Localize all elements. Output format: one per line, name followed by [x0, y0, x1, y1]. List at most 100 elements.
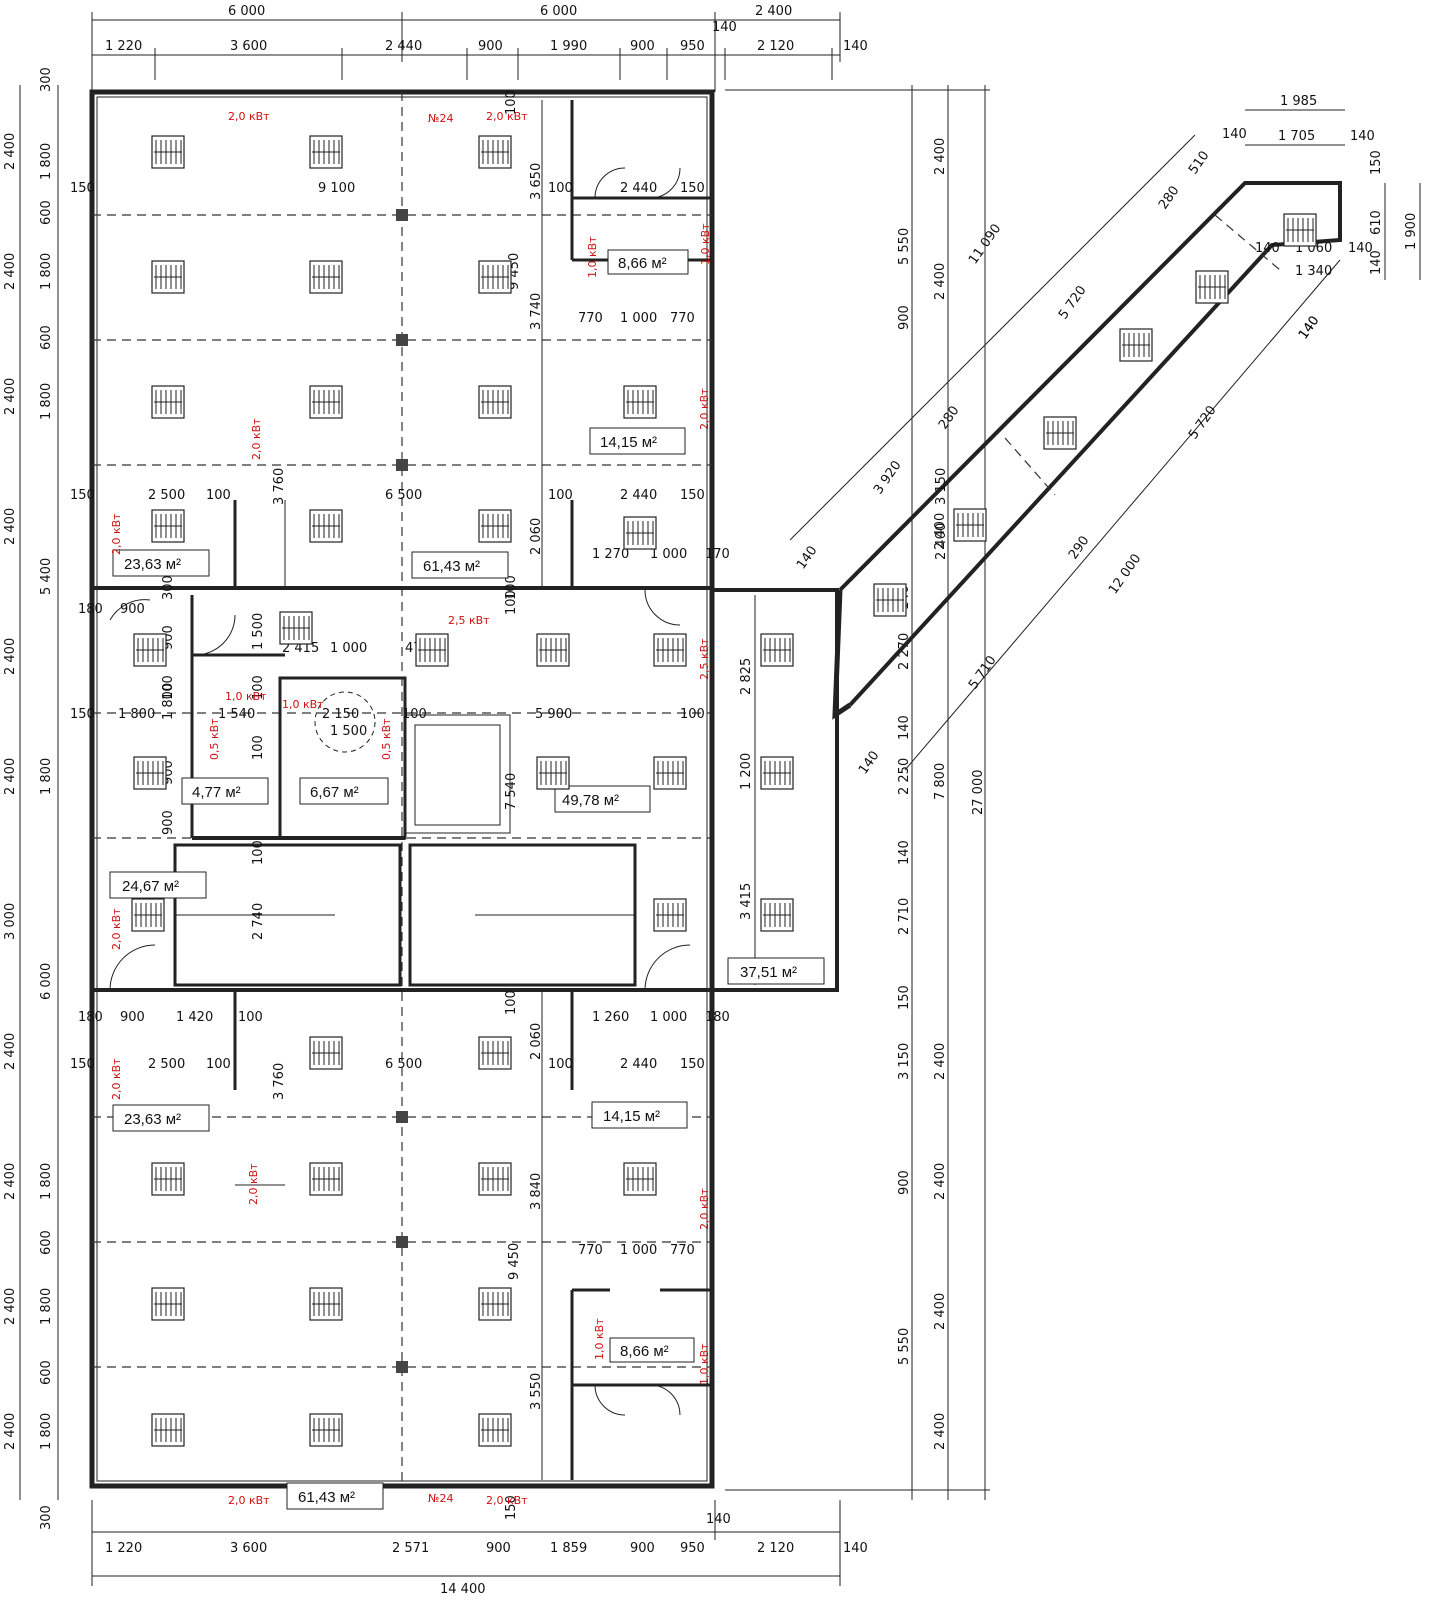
svg-text:100: 100 — [504, 590, 519, 615]
svg-text:12 000: 12 000 — [1106, 551, 1144, 597]
lamp-fixture — [309, 260, 343, 294]
svg-text:2,0 кВт: 2,0 кВт — [486, 110, 528, 123]
room-area-r11: 14,15 м² — [591, 1101, 688, 1129]
svg-text:1 500: 1 500 — [251, 613, 266, 650]
svg-text:7 800: 7 800 — [933, 763, 948, 800]
svg-text:1 270: 1 270 — [592, 547, 629, 562]
right-dim-texts: 2 400 2 400 900 2 400 2 400 2 400 900 2 … — [897, 138, 986, 1450]
svg-text:2 400: 2 400 — [933, 1163, 948, 1200]
svg-text:150: 150 — [680, 181, 705, 196]
svg-text:3 840: 3 840 — [529, 1173, 544, 1210]
lamp-fixture — [131, 898, 165, 932]
svg-text:1 340: 1 340 — [1295, 264, 1332, 279]
lamp-fixture — [151, 1162, 185, 1196]
svg-text:100: 100 — [251, 675, 266, 700]
svg-text:2,0 кВт: 2,0 кВт — [247, 1163, 260, 1205]
svg-text:770: 770 — [670, 311, 695, 326]
svg-text:1 800: 1 800 — [39, 1288, 54, 1325]
lamp-fixture — [133, 756, 167, 790]
room-area-labels: 8,66 м² 14,15 м² 23,63 м² 61,43 м² 4,77 … — [109, 249, 825, 1510]
svg-text:6,67 м²: 6,67 м² — [310, 784, 359, 801]
svg-text:1 985: 1 985 — [1280, 94, 1317, 109]
svg-text:1 000: 1 000 — [650, 1010, 687, 1025]
lamp-fixture — [279, 611, 313, 645]
room-area-r3: 23,63 м² — [112, 549, 210, 577]
svg-text:300: 300 — [39, 67, 54, 92]
svg-text:180: 180 — [78, 602, 103, 617]
lamp-fixture — [623, 385, 657, 419]
room-area-r12: 8,66 м² — [609, 1337, 695, 1363]
svg-text:100: 100 — [504, 90, 519, 115]
svg-text:600: 600 — [39, 200, 54, 225]
svg-text:100: 100 — [402, 707, 427, 722]
svg-text:770: 770 — [578, 1243, 603, 1258]
lamp-fixture — [309, 1036, 343, 1070]
svg-text:2 740: 2 740 — [251, 903, 266, 940]
top-dim-2120: 2 120 — [757, 39, 794, 54]
svg-text:180: 180 — [705, 1010, 730, 1025]
svg-text:100: 100 — [680, 707, 705, 722]
svg-text:8,66 м²: 8,66 м² — [618, 255, 667, 272]
svg-text:3 650: 3 650 — [529, 163, 544, 200]
bottom-dim-3600: 3 600 — [230, 1541, 267, 1556]
svg-text:1 800: 1 800 — [39, 758, 54, 795]
ceiling-lamps — [131, 135, 1317, 1447]
room-area-r10: 23,63 м² — [112, 1104, 210, 1132]
top-dim-950: 950 — [680, 39, 705, 54]
svg-text:2 400: 2 400 — [933, 1043, 948, 1080]
lamp-fixture — [415, 633, 449, 667]
lamp-fixture — [309, 1413, 343, 1447]
svg-text:14,15 м²: 14,15 м² — [603, 1108, 660, 1125]
lamp-fixture — [536, 633, 570, 667]
room-area-r1: 8,66 м² — [607, 249, 689, 275]
svg-text:2 400: 2 400 — [3, 1163, 18, 1200]
svg-text:27 000: 27 000 — [971, 770, 986, 816]
svg-text:150: 150 — [70, 181, 95, 196]
svg-text:1 800: 1 800 — [39, 1413, 54, 1450]
svg-text:300: 300 — [39, 1505, 54, 1530]
svg-text:№24: №24 — [428, 112, 453, 125]
svg-text:140: 140 — [1296, 313, 1323, 342]
svg-text:9 100: 9 100 — [318, 181, 355, 196]
lamp-fixture — [623, 516, 657, 550]
bottom-dim-2120: 2 120 — [757, 1541, 794, 1556]
svg-text:3 150: 3 150 — [934, 468, 949, 505]
svg-text:3 415: 3 415 — [739, 883, 754, 920]
lamp-fixture — [478, 1413, 512, 1447]
svg-text:140: 140 — [897, 715, 912, 740]
lamp-fixture — [1283, 213, 1317, 247]
svg-text:1 000: 1 000 — [620, 1243, 657, 1258]
svg-text:100: 100 — [504, 575, 519, 600]
svg-text:2 825: 2 825 — [739, 658, 754, 695]
svg-text:2 400: 2 400 — [933, 1413, 948, 1450]
svg-text:9 450: 9 450 — [507, 1243, 522, 1280]
svg-text:49,78 м²: 49,78 м² — [562, 792, 619, 809]
svg-text:180: 180 — [78, 1010, 103, 1025]
svg-text:61,43 м²: 61,43 м² — [423, 558, 480, 575]
svg-text:1,0 кВт: 1,0 кВт — [586, 236, 599, 278]
svg-text:37,51 м²: 37,51 м² — [740, 964, 797, 981]
top-dim-1990: 1 990 — [550, 39, 587, 54]
svg-text:23,63 м²: 23,63 м² — [124, 556, 181, 573]
svg-text:1 540: 1 540 — [218, 707, 255, 722]
svg-text:3 000: 3 000 — [3, 903, 18, 940]
top-dimension-texts: 6 000 6 000 2 400 140 1 220 3 600 2 440 … — [105, 4, 868, 54]
svg-text:600: 600 — [39, 1230, 54, 1255]
right-dimension-lines — [725, 85, 990, 1500]
svg-text:900: 900 — [897, 305, 912, 330]
lamp-fixture — [309, 135, 343, 169]
svg-text:1,0 кВт: 1,0 кВт — [282, 698, 324, 711]
svg-text:510: 510 — [1186, 148, 1213, 177]
lamp-fixture — [760, 633, 794, 667]
svg-text:5 710: 5 710 — [966, 653, 1000, 692]
svg-text:100: 100 — [548, 488, 573, 503]
lamp-fixture — [1195, 270, 1229, 304]
svg-text:100: 100 — [548, 1057, 573, 1072]
svg-text:100: 100 — [238, 1010, 263, 1025]
svg-text:3 760: 3 760 — [272, 1063, 287, 1100]
wing-dim-texts: 1 985 140 1 705 140 150 610 140 1 900 14… — [739, 94, 1419, 920]
svg-text:150: 150 — [680, 1057, 705, 1072]
room-area-r4: 61,43 м² — [411, 551, 509, 579]
lamp-fixture — [1119, 328, 1153, 362]
